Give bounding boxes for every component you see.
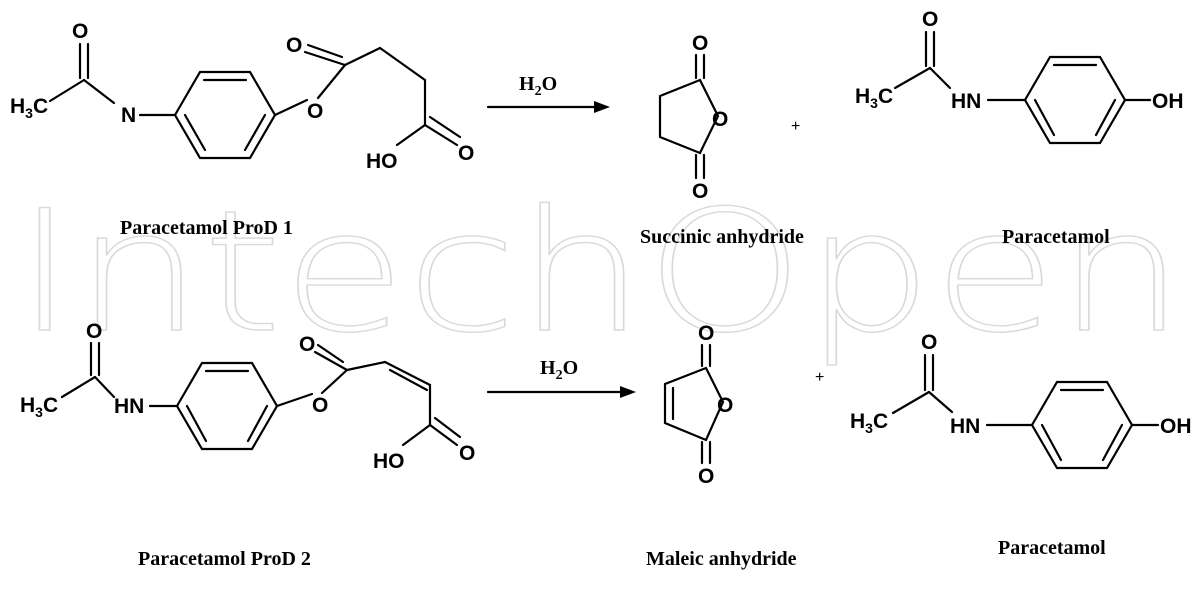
succinic-anhydride-structure: O O O [658,32,728,203]
prodrug-1-ester-oxygen: O [307,100,323,123]
prodrug-2-methyl-label: H3C [20,394,58,420]
paracetamol-1-structure: O H3C HN OH [855,8,1184,145]
prodrug-2-carbonyl-oxygen: O [299,333,315,356]
reaction-2-arrow [486,386,636,398]
paracetamol-2-oxygen: O [921,331,937,354]
maleic-bottom-oxygen: O [698,465,714,488]
prodrug-2-amine: HN [114,395,144,418]
reaction-1-conditions: H2O [519,73,557,99]
maleic-ring-oxygen: O [717,394,733,417]
succinic-bottom-oxygen: O [692,180,708,203]
maleic-anhydride-caption: Maleic anhydride [646,548,797,570]
prodrug-2-caption: Paracetamol ProD 2 [138,548,311,570]
paracetamol-2-methyl-label: H3C [850,410,888,436]
prodrug-1-acetyl-oxygen: O [72,20,88,43]
prodrug-2-acetyl-oxygen: O [86,320,102,343]
watermark-text: IntechOpen [15,174,1185,370]
paracetamol-2-hydroxyl: OH [1160,415,1192,438]
prodrug-2-ester-oxygen: O [312,394,328,417]
reaction-2-plus: + [815,369,824,386]
prodrug-2-hydroxyl: HO [373,450,405,473]
prodrug-1-structure: O H3C N O O HO O [10,20,474,173]
succinic-top-oxygen: O [692,32,708,55]
paracetamol-2-caption: Paracetamol [998,537,1106,559]
prodrug-1-carbonyl-oxygen: O [286,34,302,57]
reaction-1-plus: + [791,118,800,135]
reaction-1-arrow [486,101,610,113]
maleic-top-oxygen: O [698,322,714,345]
prodrug-1-methyl-label: H3C [10,95,48,121]
prodrug-1-hydroxyl: HO [366,150,398,173]
reaction-2-conditions: H2O [540,357,578,383]
paracetamol-2-amine: HN [950,415,980,438]
maleic-anhydride-structure: O O O [663,322,733,488]
prodrug-2-structure: O H3C HN O O HO O [20,320,475,473]
paracetamol-1-amine: HN [951,90,981,113]
paracetamol-1-hydroxyl: OH [1152,90,1184,113]
prodrug-1-acid-oxygen: O [458,142,474,165]
paracetamol-1-oxygen: O [922,8,938,31]
paracetamol-1-methyl-label: H3C [855,85,893,111]
paracetamol-1-caption: Paracetamol [1002,226,1110,248]
prodrug-1-caption: Paracetamol ProD 1 [120,217,293,239]
succinic-ring-oxygen: O [712,108,728,131]
prodrug-2-acid-oxygen: O [459,442,475,465]
succinic-anhydride-caption: Succinic anhydride [640,226,804,248]
paracetamol-2-structure: O H3C HN OH [850,331,1192,470]
prodrug-1-nitrogen: N [121,104,136,127]
